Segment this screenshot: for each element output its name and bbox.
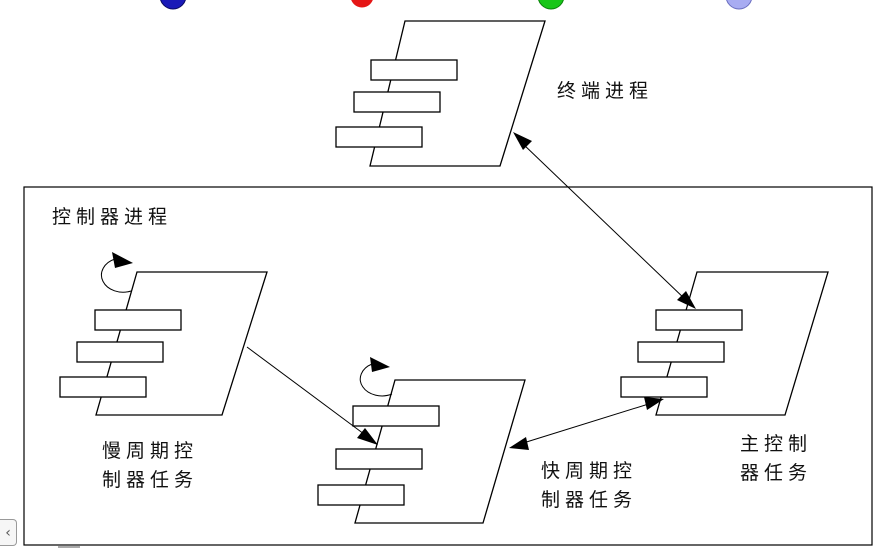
fast-task-label-line1: 快周期控 <box>541 460 637 482</box>
pen-color-toolbar <box>160 0 752 11</box>
main-task-label-line2: 器任务 <box>740 462 812 484</box>
fast-task-cycle-arrow <box>359 357 393 397</box>
terminal-process-component <box>335 20 546 167</box>
bottom-toolbar-icon[interactable] <box>58 546 80 553</box>
green-pen-dot[interactable] <box>538 0 564 10</box>
controller-process-boundary <box>23 186 873 546</box>
terminal-main-link <box>513 132 696 309</box>
fast-task-component <box>317 379 526 524</box>
slow-fast-link <box>246 346 378 445</box>
previous-page-button[interactable]: ‹ <box>0 519 17 546</box>
blue-pen-dot[interactable] <box>160 0 186 10</box>
fast-main-link <box>509 397 664 450</box>
slow-task-component <box>59 271 268 416</box>
fast-task-label-line2: 制器任务 <box>541 489 637 511</box>
slow-task-cycle-arrow <box>100 252 133 293</box>
red-pen-dot[interactable] <box>348 0 376 11</box>
main-task-label-line1: 主控制 <box>740 433 812 455</box>
slow-task-label-line1: 慢周期控 <box>102 440 198 462</box>
slow-task-label-line2: 制器任务 <box>102 469 198 491</box>
main-task-component <box>620 271 829 416</box>
terminal-process-label: 终端进程 <box>557 80 653 102</box>
lavender-pen-dot[interactable] <box>726 0 752 10</box>
controller-process-label: 控制器进程 <box>52 206 172 228</box>
